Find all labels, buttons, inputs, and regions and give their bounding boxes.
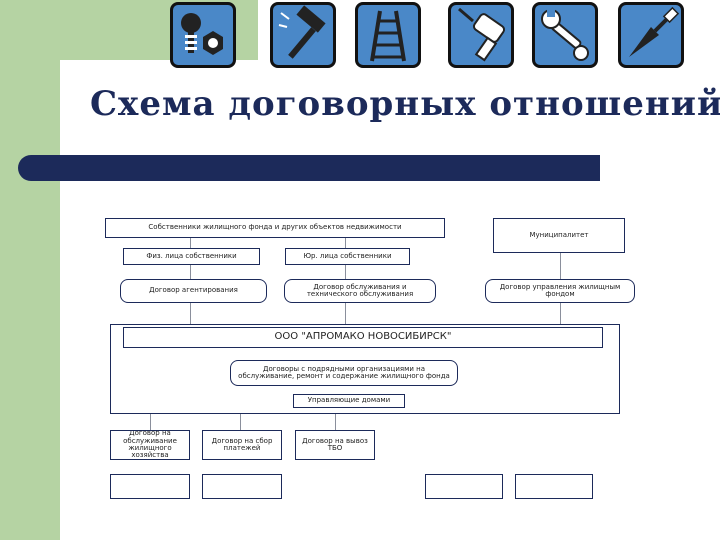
bottom-empty-box <box>202 474 282 499</box>
individuals-box: Физ. лица собственники <box>123 248 260 265</box>
management-contract-box: Договор управления жилищным фондом <box>485 279 635 303</box>
page-title: Схема договорных отношений <box>90 84 720 124</box>
bottom-box: Договор на вывоз ТБО <box>295 430 375 460</box>
hammer-icon <box>270 2 336 68</box>
connector <box>345 265 346 279</box>
connector <box>560 253 561 279</box>
connector <box>345 238 346 248</box>
connector <box>190 265 191 279</box>
owners-box: Собственники жилищного фонда и других об… <box>105 218 445 238</box>
connector <box>345 303 346 324</box>
connector <box>150 414 151 430</box>
left-accent-bar <box>0 0 60 540</box>
drill-icon <box>448 2 514 68</box>
service-contract-box: Договор обслуживания и технического обсл… <box>284 279 436 303</box>
connector <box>190 303 191 324</box>
municipality-box: Муниципалитет <box>493 218 625 253</box>
connector <box>240 414 241 430</box>
connector <box>560 303 561 324</box>
connector <box>335 414 336 430</box>
agency-contract-box: Договор агентирования <box>120 279 267 303</box>
ladder-icon <box>355 2 421 68</box>
connector <box>190 238 191 248</box>
wrench-icon <box>532 2 598 68</box>
bottom-empty-box <box>425 474 503 499</box>
bottom-box: Договор на обслуживание жилищного хозяйс… <box>110 430 190 460</box>
screw-nut-icon <box>170 2 236 68</box>
house-managers-box: Управляющие домами <box>293 394 405 408</box>
title-underline-bar <box>18 155 600 181</box>
bottom-empty-box <box>515 474 593 499</box>
legal-entities-box: Юр. лица собственники <box>285 248 410 265</box>
company-box: ООО "АПРОМАКО НОВОСИБИРСК" <box>123 327 603 348</box>
trowel-icon <box>618 2 684 68</box>
bottom-box: Договор на сбор платежей <box>202 430 282 460</box>
content-corner <box>60 60 120 120</box>
bottom-empty-box <box>110 474 190 499</box>
subcontracts-box: Договоры с подрядными организациями на о… <box>230 360 458 386</box>
